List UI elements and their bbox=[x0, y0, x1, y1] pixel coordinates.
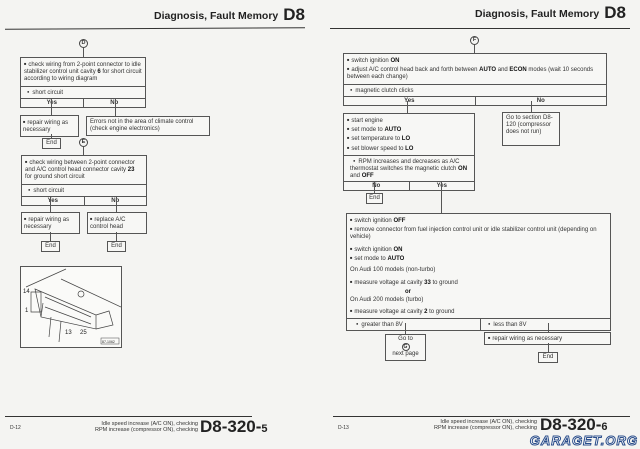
page-header-right: Diagnosis, Fault Memory D8 bbox=[474, 4, 626, 21]
header-rule bbox=[4, 27, 306, 30]
watermark-logo: GARAGET.ORG bbox=[529, 433, 638, 448]
flow-line bbox=[83, 147, 84, 155]
replace-box: replace A/C control head bbox=[87, 212, 147, 235]
header-section: D8 bbox=[604, 3, 626, 22]
flow-line bbox=[548, 323, 549, 332]
end-box: End bbox=[107, 241, 126, 252]
check-box-2: check wiring between 2-point connector a… bbox=[21, 155, 147, 206]
flow-line bbox=[405, 323, 406, 334]
label-25: 25 bbox=[80, 330, 87, 336]
page-header-left: Diagnosis, Fault Memory D8 bbox=[153, 6, 305, 23]
check-box-3: switch ignition ON adjust A/C control he… bbox=[343, 53, 607, 106]
label-14: 14 bbox=[23, 289, 30, 295]
condition: short circuit bbox=[21, 85, 145, 98]
flow-line bbox=[441, 182, 442, 213]
end-box: End bbox=[538, 352, 558, 363]
yes-label: Yes bbox=[404, 97, 415, 104]
header-rule bbox=[330, 28, 630, 29]
flow-line bbox=[531, 101, 532, 112]
flow-line bbox=[474, 45, 475, 53]
header-title: Diagnosis, Fault Memory bbox=[153, 10, 279, 22]
flow-line bbox=[83, 48, 84, 57]
check-box-1: check wiring from 2-point connector to i… bbox=[20, 57, 146, 108]
label-1: 1 bbox=[25, 308, 29, 314]
header-title: Diagnosis, Fault Memory bbox=[474, 8, 600, 20]
flow-line bbox=[407, 101, 408, 113]
no-label: No bbox=[83, 196, 147, 205]
connector-f: F bbox=[470, 36, 479, 45]
page-number: D-12 bbox=[10, 425, 21, 431]
repair-box: repair wiring as necessary bbox=[484, 332, 611, 346]
page-number: D-13 bbox=[338, 425, 349, 431]
errors-box: Errors not in the area of climate contro… bbox=[86, 116, 210, 137]
section-code: D8-320-6 bbox=[540, 415, 608, 434]
instructions: switch ignition ON adjust A/C control he… bbox=[344, 54, 606, 84]
condition: magnetic clutch clicks bbox=[344, 83, 606, 96]
no-label: No bbox=[372, 183, 381, 190]
label-13: 13 bbox=[65, 330, 72, 336]
section-code: D8-320-5 bbox=[200, 417, 268, 436]
condition: short circuit bbox=[22, 183, 146, 196]
connector-illustration: 14 1 13 25 87-1062 bbox=[23, 268, 122, 345]
instructions: switch ignition OFF remove connector fro… bbox=[347, 214, 610, 318]
flow-line bbox=[51, 99, 52, 115]
check-box-4: start engine set mode to AUTO set temper… bbox=[343, 113, 475, 192]
end-box: End bbox=[366, 193, 383, 204]
flow-line bbox=[51, 134, 52, 138]
instructions: start engine set mode to AUTO set temper… bbox=[344, 114, 474, 155]
flow-line bbox=[115, 99, 116, 116]
greater-than-8v: greater than 8V bbox=[347, 319, 480, 330]
connector-figure: 14 1 13 25 87-1062 bbox=[20, 266, 122, 348]
flow-line bbox=[116, 232, 117, 241]
end-box: End bbox=[42, 138, 61, 149]
repair-box-1: repair wiring as necessary bbox=[20, 115, 79, 138]
flow-line bbox=[374, 182, 375, 193]
figure-ref: 87-1062 bbox=[102, 340, 115, 344]
end-box: End bbox=[41, 241, 60, 252]
goto-section-box: Go to section D8-120 (compressor does no… bbox=[502, 112, 560, 146]
check-box-5: switch ignition OFF remove connector fro… bbox=[346, 213, 611, 332]
yes-label: Yes bbox=[47, 197, 58, 204]
no-label: No bbox=[82, 98, 146, 107]
connector-g: G bbox=[401, 343, 410, 352]
flow-line bbox=[50, 197, 51, 212]
footer-rule bbox=[333, 416, 630, 417]
instruction: check wiring between 2-point connector a… bbox=[22, 156, 146, 184]
header-section: D8 bbox=[283, 5, 305, 24]
flow-line bbox=[116, 197, 117, 212]
less-than-8v: less than 8V bbox=[480, 319, 610, 331]
footer-rule bbox=[5, 416, 252, 417]
flow-line bbox=[50, 232, 51, 241]
condition: RPM increases and decreases as A/C therm… bbox=[344, 154, 474, 182]
flow-line bbox=[548, 343, 549, 352]
no-label: No bbox=[474, 96, 607, 105]
connector-d: D bbox=[79, 39, 88, 48]
connector-e: E bbox=[79, 138, 88, 147]
goto-next-page-box: Go to G next page bbox=[385, 334, 426, 361]
instruction: check wiring from 2-point connector to i… bbox=[21, 58, 145, 86]
